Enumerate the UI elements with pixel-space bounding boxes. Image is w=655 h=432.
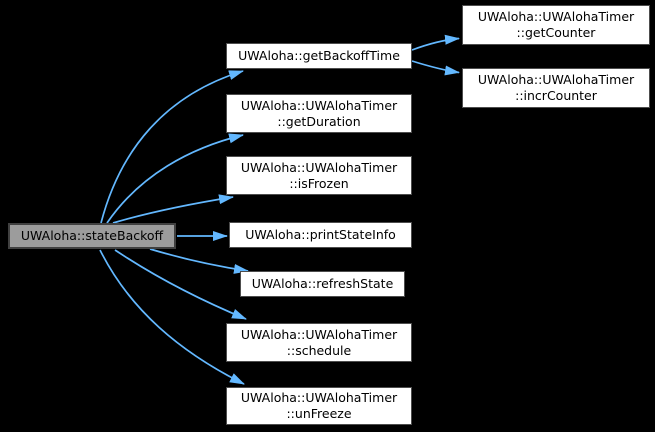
node-unFreeze[interactable]: UWAloha::UWAlohaTimer ::unFreeze: [226, 387, 412, 425]
node-getCounter[interactable]: UWAloha::UWAlohaTimer ::getCounter: [462, 5, 650, 45]
node-refreshState[interactable]: UWAloha::refreshState: [240, 271, 405, 297]
node-schedule[interactable]: UWAloha::UWAlohaTimer ::schedule: [226, 323, 412, 362]
node-incrCounter[interactable]: UWAloha::UWAlohaTimer ::incrCounter: [462, 68, 650, 108]
node-getDuration[interactable]: UWAloha::UWAlohaTimer ::getDuration: [226, 94, 412, 133]
edge-getBackoffTime-to-incrCounter: [411, 60, 460, 76]
edge-stateBackoff-to-isFrozen: [112, 194, 234, 224]
edge-stateBackoff-to-refreshState: [149, 248, 249, 274]
edge-stateBackoff-to-unFreeze: [99, 249, 245, 385]
node-getBackoffTime[interactable]: UWAloha::getBackoffTime: [226, 43, 412, 69]
node-stateBackoff: UWAloha::stateBackoff: [8, 223, 176, 249]
edge-stateBackoff-to-schedule: [114, 249, 247, 320]
edge-stateBackoff-to-getDuration: [106, 133, 244, 224]
node-printStateInfo[interactable]: UWAloha::printStateInfo: [229, 222, 412, 248]
node-isFrozen[interactable]: UWAloha::UWAlohaTimer ::isFrozen: [226, 156, 412, 195]
edge-stateBackoff-to-getBackoffTime: [100, 70, 244, 224]
edge-getBackoffTime-to-getCounter: [411, 34, 460, 51]
